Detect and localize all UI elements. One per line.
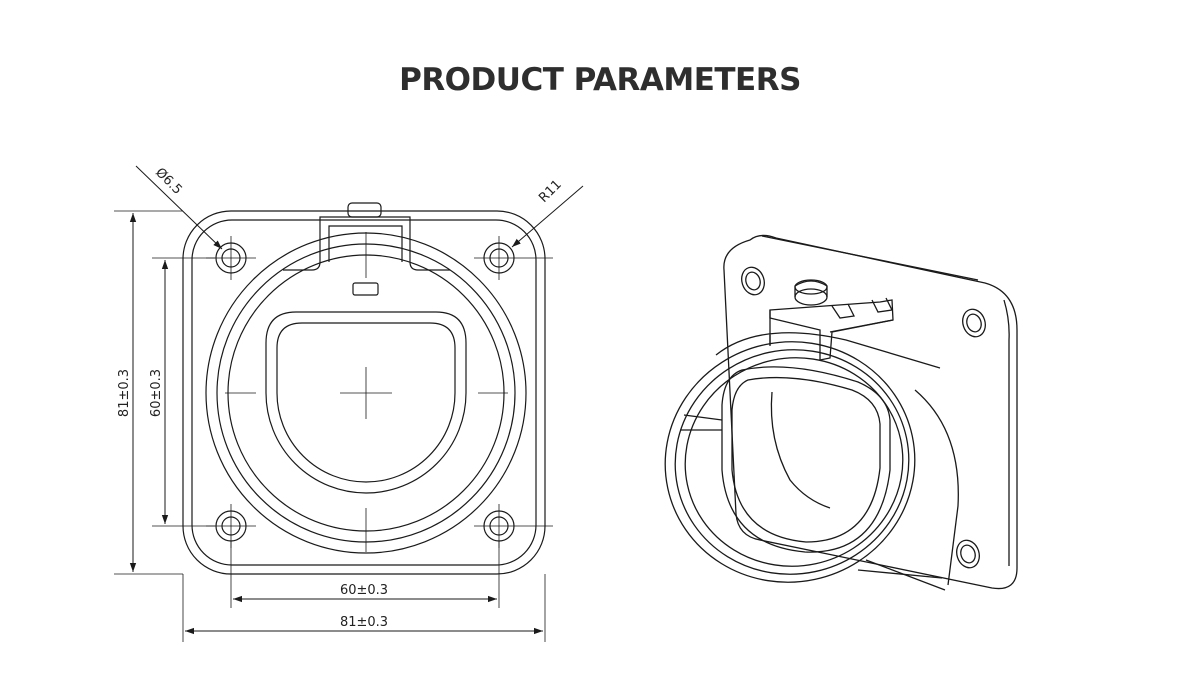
iso-hole-top-left xyxy=(741,266,765,296)
latch-tab xyxy=(319,216,450,271)
dim-label-inner-width: 60±0.3 xyxy=(340,583,388,598)
leader-corner-radius xyxy=(511,185,584,248)
iso-latch-button xyxy=(794,279,828,306)
iso-ring-middle xyxy=(674,349,910,575)
iso-cylinder-top xyxy=(715,332,941,369)
iso-hole-bottom-right xyxy=(956,539,980,569)
dim-label-outer-width: 81±0.3 xyxy=(340,615,388,630)
front-view xyxy=(114,165,584,642)
isometric-view xyxy=(664,234,1018,591)
dim-label-outer-height: 81±0.3 xyxy=(117,369,132,417)
dim-label-hole-diameter: Ø6.5 xyxy=(152,165,184,197)
dim-label-inner-height: 60±0.3 xyxy=(149,369,164,417)
flange-outline xyxy=(182,210,546,575)
iso-ring-inner xyxy=(684,357,904,567)
iso-hole-top-right xyxy=(962,308,986,338)
leader-hole-diameter xyxy=(135,165,223,250)
flange-inner-outline xyxy=(191,219,537,566)
iso-flange-plate xyxy=(723,234,1018,590)
socket-opening-inner xyxy=(276,322,456,483)
dim-label-corner-radius: R11 xyxy=(536,177,565,206)
extension-lines xyxy=(114,210,546,642)
page-title: PRODUCT PARAMETERS xyxy=(399,62,801,98)
socket-opening-outer xyxy=(265,311,467,494)
iso-socket-opening xyxy=(721,366,891,553)
latch-button xyxy=(347,202,382,218)
center-lines xyxy=(206,232,553,552)
iso-ring-outer xyxy=(664,341,916,583)
iso-latch-housing xyxy=(769,299,894,361)
